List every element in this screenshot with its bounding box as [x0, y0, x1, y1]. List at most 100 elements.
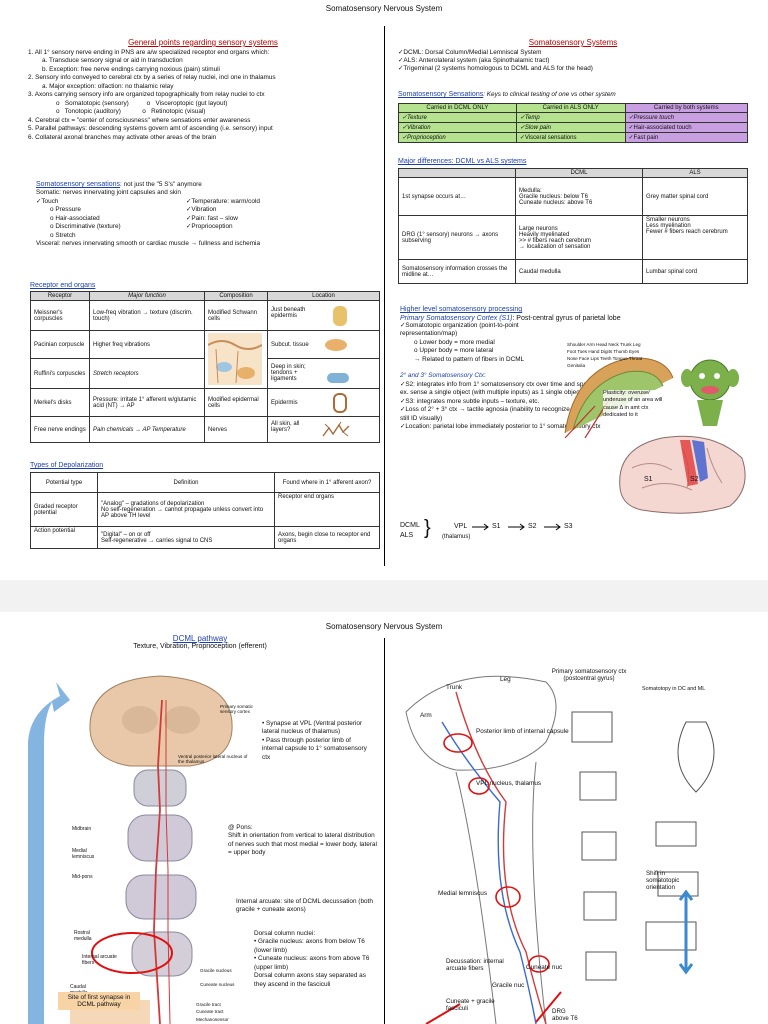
diff-cell: Lumbar spinal cord: [642, 259, 748, 284]
receptors-section: Receptor end organs Receptor Major funct…: [30, 282, 380, 443]
general-item: o Somatotopic (sensory) o Visceroptopic …: [56, 99, 228, 107]
general-item: 2. Sensory info conveyed to cerebral ctx…: [28, 74, 276, 82]
s2-list: S2: integrates info from 1° somatosensor…: [400, 381, 605, 432]
homunculus-labels: Shoulder Arm Head Neck Trunk Leg Foot To…: [567, 342, 647, 370]
depol-cell: Axons, begin close to receptor end organ…: [274, 526, 380, 549]
diff-cell: 1st synapse occurs at…: [398, 177, 516, 216]
free-nerve-illustration: [322, 421, 350, 437]
label-primary-cortex: Primary somatic sensory cortex: [220, 704, 253, 714]
flow-brace: }: [424, 517, 431, 539]
depol-cell: "Analog" – gradations of depolarization …: [97, 492, 275, 527]
clinical-text: Visceral sensations: [520, 135, 577, 141]
homunculus-label: Foot: [567, 348, 577, 354]
clinical-text: Temp: [520, 115, 540, 121]
vpl-thalamus-label: VPL nucleus, thalamus: [476, 780, 542, 787]
receptor-cell: Pacinian corpuscle: [30, 330, 90, 359]
receptor-col-header: Composition: [204, 291, 268, 301]
homunculus-label: Arm: [586, 342, 595, 347]
receptor-cell: Subcut. tissue: [267, 330, 380, 359]
depol-col-header: Definition: [97, 472, 275, 493]
brain-label-s1: S1: [644, 476, 653, 483]
drg-label: DRG above T6: [552, 1008, 578, 1022]
clinical-col-header: Carried in ALS ONLY: [515, 103, 626, 114]
flow-thalamus: (thalamus): [442, 534, 471, 540]
pons-note: @ Pons: Shift in orientation from vertic…: [228, 824, 377, 857]
homunculus-label: Hand: [588, 348, 600, 354]
label-medial-lemniscus: Medial lemniscus: [72, 848, 95, 860]
general-points-heading: General points regarding sensory systems: [128, 38, 278, 47]
label-cuneate-tract: Cuneate tract: [196, 1009, 224, 1014]
merkel-illustration: [333, 392, 347, 413]
clinical-cell: Fast pain: [624, 132, 749, 144]
homunculus-label: Toes: [577, 348, 588, 354]
s2-item: S2: integrates info from 1° somatosensor…: [400, 381, 605, 398]
clinical-col-header: Carried in DCML ONLY: [398, 103, 517, 114]
clinical-heading-suffix: : Keys to clinical testing of one vs oth…: [483, 91, 616, 98]
homunculus-label: Nose: [567, 355, 578, 361]
homunculus-label: Leg: [632, 342, 641, 347]
receptor-location: Epidermis: [271, 400, 298, 407]
receptor-location: All skin, all layers?: [271, 421, 300, 434]
vpl-notes: • Synapse at VPL (Ventral posterior late…: [262, 720, 372, 762]
general-item: o Tonotopic (auditory) o Retinotopic (vi…: [56, 108, 206, 116]
sensation-item: Proprioception: [186, 223, 260, 231]
sensation-item: o Stretch: [50, 231, 76, 239]
s1-suffix: : Post-central gyrus of parietal lobe: [512, 315, 621, 322]
clinical-cell: Hair-associated touch: [624, 122, 749, 134]
dorsal-sep: Dorsal column axons stay separated as th…: [254, 972, 366, 988]
flow-s3: S3: [564, 523, 573, 530]
depol-cell: Receptor end organs: [274, 492, 380, 527]
receptor-cell: Pain chemicals → AP Temperature: [89, 416, 205, 443]
s1-item: Somatotopic organization (point-to-point…: [400, 322, 550, 339]
flow-s2: S2: [528, 523, 537, 530]
homunculus-label: Eyes: [628, 348, 640, 354]
homunculus-label: Genitalia: [567, 362, 586, 368]
trunk-label: Trunk: [446, 684, 463, 691]
diff-cell: Grey matter spinal cord: [642, 177, 748, 216]
sensation-item: o Pressure: [50, 206, 81, 214]
receptor-cell: Modified epidermal cells: [204, 388, 268, 417]
flow-als: ALS: [400, 532, 414, 539]
dcml-heading: DCML pathway: [172, 634, 228, 643]
clinical-cell: Pressure touch: [624, 112, 749, 124]
page-2: Somatosensory Nervous System DCML pathwa…: [0, 612, 768, 1024]
brain-label-s2: S2: [690, 476, 699, 483]
general-item: 1. All 1° sensory nerve ending in PNS ar…: [28, 49, 270, 56]
differences-table: DCML ALS 1st synapse occurs at… Medulla:…: [398, 168, 748, 284]
receptor-cell: Ruffini's corpuscles: [30, 358, 90, 389]
general-item: 3. Axons carrying sensory info are organ…: [28, 91, 265, 99]
sensation-item: Temperature: warm/cold: [186, 198, 260, 206]
sensations-heading-suffix: : not just the "5 S's" anymore: [120, 181, 202, 188]
clinical-table: Carried in DCML ONLY Carried in ALS ONLY…: [398, 103, 749, 144]
sensation-item: o Hair-associated: [50, 214, 100, 222]
receptor-cell: Modified Schwann cells: [204, 300, 268, 331]
homunculus-label: Trunk: [620, 342, 632, 347]
s2-item: S3: integrates more subtle inputs – text…: [400, 398, 605, 406]
diff-cell: Medulla: Gracile nucleus: below T6 Cunea…: [515, 177, 643, 216]
homunculus-label: Face: [579, 355, 590, 361]
receptor-cell: Just beneath epidermis: [267, 300, 380, 331]
depol-col-header: Potential type: [30, 472, 98, 493]
receptor-location: Deep in skin; tendons + ligaments: [271, 363, 306, 382]
label-gracile-tract: Gracile tract: [196, 1002, 221, 1007]
dorsal-item-text: Gracile nucleus: axons from below T6 (lo…: [254, 938, 365, 954]
diff-cell: Large neurons Heavily myelinated >> # fi…: [515, 215, 643, 260]
medial-lemniscus-label: Medial lemniscus: [438, 890, 488, 897]
vpl-note-text: Synapse at VPL (Ventral posterior latera…: [262, 720, 363, 736]
general-item: a. Transduce sensory signal or aid in tr…: [42, 57, 183, 65]
general-item: b. Exception: free nerve endings carryin…: [42, 65, 220, 73]
sensation-item: o Discriminative (texture): [50, 223, 121, 231]
sensation-item: Pain: fast – slow: [186, 215, 260, 223]
sensations-section: Somatosensory sensations: not just the "…: [36, 180, 378, 249]
receptor-cell: Merkel's disks: [30, 388, 90, 417]
posterior-limb-label: Posterior limb of internal capsule: [476, 728, 569, 735]
dcml-heading-block: DCML pathway Texture, Vibration, Proprio…: [120, 634, 280, 650]
arcuate-note: Internal arcuate: site of DCML decussati…: [236, 898, 373, 914]
s1-item: o Lower body = more medial: [414, 338, 495, 346]
s1-item: → Related to pattern of fibers in DCML: [414, 355, 525, 363]
flow-dcml: DCML: [400, 522, 420, 529]
primary-ctx-label: Primary somatosensory ctx (postcentral g…: [551, 668, 627, 682]
flow-diagram: DCML ALS } VPL (thalamus) S1 S2 S3: [400, 517, 600, 550]
brain-illustration: [619, 435, 746, 514]
clinical-cell: Temp: [515, 112, 626, 124]
